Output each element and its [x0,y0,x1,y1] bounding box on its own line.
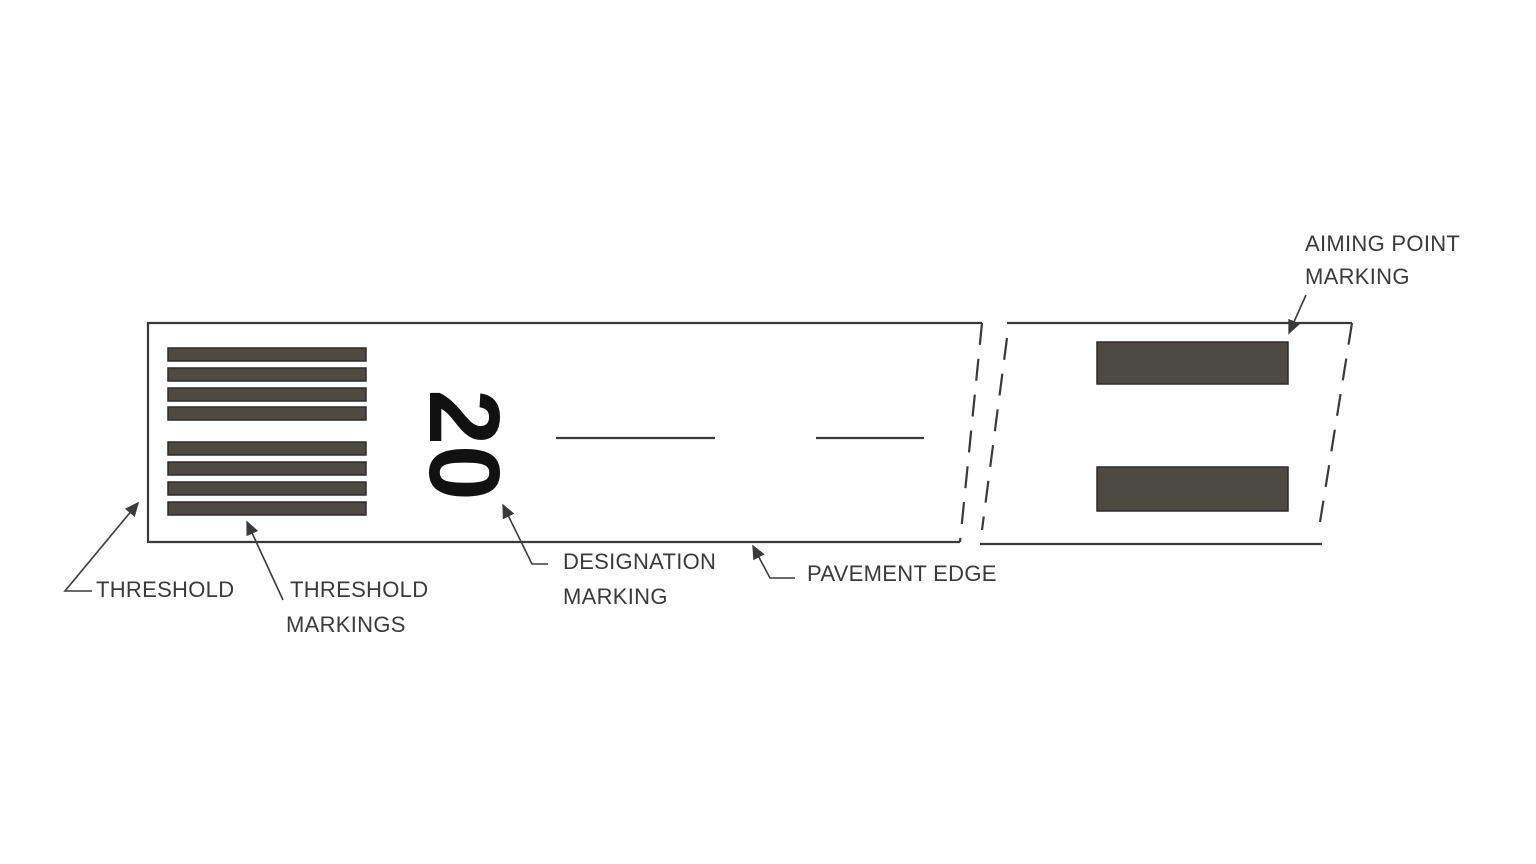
aiming-point-label-line1: AIMING POINT [1305,231,1460,256]
break-line-right-of-gap [980,337,1009,531]
threshold-markings-leader-arrow [246,520,284,601]
designation-label-line2: MARKING [563,584,668,609]
threshold-markings [167,347,367,516]
break-line-far-right [1318,322,1354,523]
threshold-leader-arrow [63,501,140,592]
threshold-stripe [167,461,367,476]
threshold-stripe [167,481,367,496]
designation-leader-arrow [502,503,548,565]
aiming-point-leader-arrow [1288,294,1307,335]
designation-number: 20 [408,389,520,500]
threshold-markings-label-line2: MARKINGS [286,612,406,637]
designation-label-line1: DESIGNATION [563,549,716,574]
aiming-point-bar [1096,466,1289,512]
aiming-point-bar [1096,341,1289,385]
pavement-edge-leader-arrow [752,544,795,579]
threshold-stripe [167,347,367,362]
threshold-stripe [167,501,367,516]
threshold-stripe [167,387,367,402]
threshold-stripe [167,406,367,421]
threshold-stripe [167,367,367,382]
break-line-left [958,322,984,543]
pavement-edge-left-section [146,321,982,544]
aiming-point-label-line2: MARKING [1305,264,1410,289]
leader-lines [63,294,1307,601]
threshold-markings-label-line1: THRESHOLD [290,577,428,602]
pavement-edge-label: PAVEMENT EDGE [807,561,997,586]
threshold-stripe [167,441,367,456]
threshold-label: THRESHOLD [96,577,234,602]
aiming-point-markings [1096,341,1289,512]
